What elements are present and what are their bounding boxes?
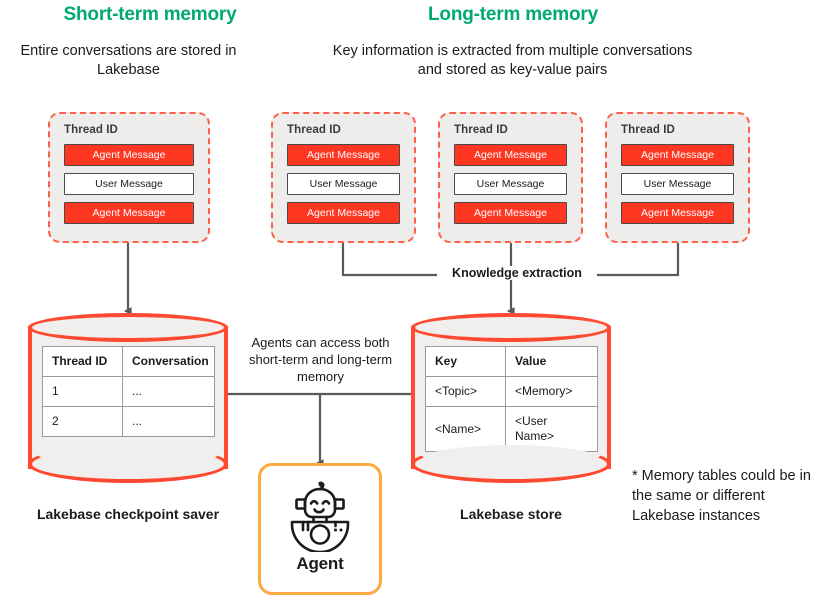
cell-value: <Memory> bbox=[505, 376, 598, 407]
cell-conversation: ... bbox=[122, 376, 215, 407]
agent-access-note: Agents can access both short-term and lo… bbox=[248, 335, 393, 384]
knowledge-extraction-label: Knowledge extraction bbox=[437, 266, 597, 280]
cell-thread-id: 1 bbox=[42, 376, 123, 407]
thread-card-title: Thread ID bbox=[454, 124, 508, 136]
agent-message-chip: Agent Message bbox=[64, 144, 194, 166]
column-header-value: Value bbox=[505, 346, 598, 377]
cylinder-bottom-ellipse bbox=[28, 445, 228, 483]
footnote-text: * Memory tables could be in the same or … bbox=[632, 468, 811, 524]
user-message-chip: User Message bbox=[64, 173, 194, 195]
agent-message-chip: Agent Message bbox=[621, 144, 734, 166]
lakebase-store-table: Key Value <Topic> <Memory> <Name> <User … bbox=[425, 346, 598, 452]
table-row: 2 ... bbox=[42, 406, 215, 437]
thread-card-long-term-3[interactable]: Thread ID Agent Message User Message Age… bbox=[605, 112, 750, 243]
agent-message-chip: Agent Message bbox=[621, 202, 734, 224]
agent-message-chip: Agent Message bbox=[64, 202, 194, 224]
agent-box[interactable]: Agent bbox=[258, 463, 382, 595]
table-row: <Name> <User Name> bbox=[425, 406, 598, 452]
cylinder-top-ellipse bbox=[28, 313, 228, 342]
cylinder-top-ellipse bbox=[411, 313, 611, 342]
cylinder-bottom-ellipse bbox=[411, 445, 611, 483]
agent-message-chip: Agent Message bbox=[454, 202, 567, 224]
agent-message-chip: Agent Message bbox=[454, 144, 567, 166]
thread-card-long-term-1[interactable]: Thread ID Agent Message User Message Age… bbox=[271, 112, 416, 243]
table-header-row: Thread ID Conversation bbox=[42, 346, 215, 377]
user-message-chip: User Message bbox=[621, 173, 734, 195]
user-message-chip: User Message bbox=[287, 173, 400, 195]
short-term-memory-subtitle: Entire conversations are stored in Lakeb… bbox=[20, 43, 237, 78]
long-term-memory-subtitle: Key information is extracted from multip… bbox=[332, 43, 693, 78]
thread-card-title: Thread ID bbox=[621, 124, 675, 136]
agent-message-chip: Agent Message bbox=[287, 202, 400, 224]
long-term-memory-title: Long-term memory bbox=[428, 4, 598, 25]
agent-label: Agent bbox=[296, 554, 344, 573]
column-header-conversation: Conversation bbox=[122, 346, 215, 377]
robot-icon bbox=[282, 478, 358, 552]
thread-card-long-term-2[interactable]: Thread ID Agent Message User Message Age… bbox=[438, 112, 583, 243]
short-term-memory-title: Short-term memory bbox=[63, 4, 237, 25]
user-message-chip: User Message bbox=[454, 173, 567, 195]
thread-card-title: Thread ID bbox=[287, 124, 341, 136]
checkpoint-saver-caption: Lakebase checkpoint saver bbox=[36, 506, 220, 522]
column-header-thread-id: Thread ID bbox=[42, 346, 123, 377]
cell-conversation: ... bbox=[122, 406, 215, 437]
thread-card-title: Thread ID bbox=[64, 124, 118, 136]
column-header-key: Key bbox=[425, 346, 506, 377]
table-row: <Topic> <Memory> bbox=[425, 376, 598, 407]
cell-key: <Topic> bbox=[425, 376, 506, 407]
agent-message-chip: Agent Message bbox=[287, 144, 400, 166]
thread-card-short-term[interactable]: Thread ID Agent Message User Message Age… bbox=[48, 112, 210, 243]
checkpoint-table: Thread ID Conversation 1 ... 2 ... bbox=[42, 346, 215, 437]
cell-thread-id: 2 bbox=[42, 406, 123, 437]
lakebase-store-caption: Lakebase store bbox=[460, 506, 562, 522]
cell-key: <Name> bbox=[425, 406, 506, 452]
table-header-row: Key Value bbox=[425, 346, 598, 377]
table-row: 1 ... bbox=[42, 376, 215, 407]
bus-line-left bbox=[341, 243, 447, 277]
